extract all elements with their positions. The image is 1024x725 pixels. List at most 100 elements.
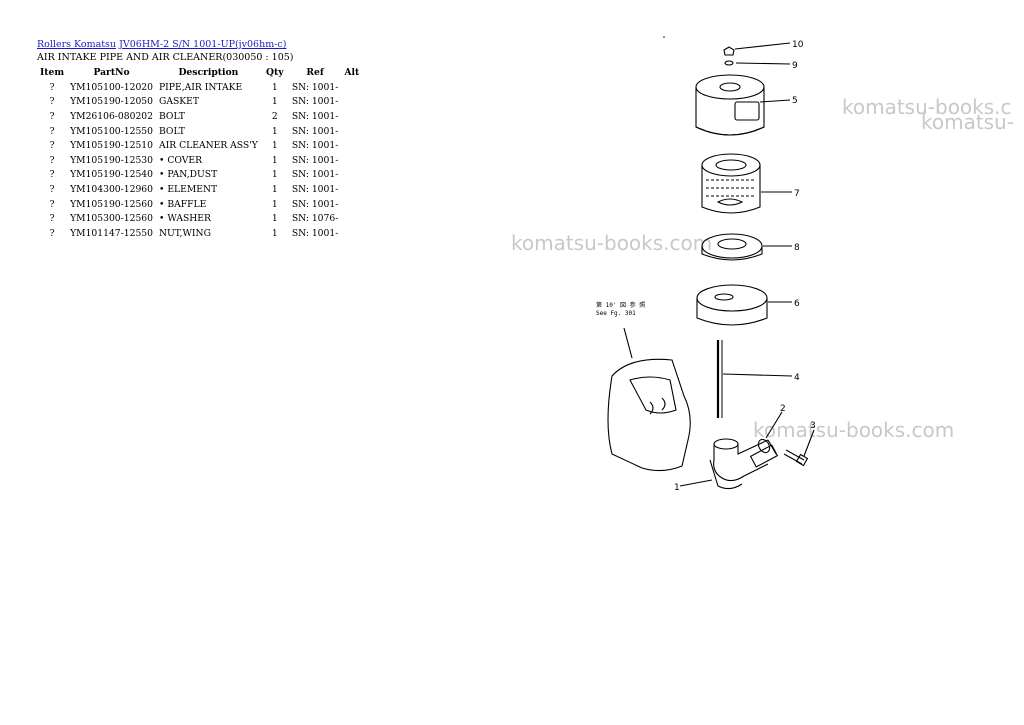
header-qty: Qty bbox=[266, 67, 284, 78]
header-partno: PartNo bbox=[93, 67, 130, 78]
reference-note-line2: See Fg. 301 bbox=[596, 310, 636, 317]
cell-description: AIR CLEANER ASS'Y bbox=[159, 140, 258, 152]
cell-partno: YM105190-12050 bbox=[70, 96, 153, 108]
cell-partno: YM105100-12020 bbox=[70, 81, 153, 93]
callout-1: 1 bbox=[674, 483, 680, 493]
cell-ref: SN: 1001- bbox=[291, 198, 339, 210]
watermark: komatsu-books.c bbox=[842, 95, 1012, 119]
cell-ref: SN: 1076- bbox=[291, 213, 339, 225]
callout-10: 10 bbox=[792, 40, 804, 50]
page-title: AIR INTAKE PIPE AND AIR CLEANER(030050 :… bbox=[37, 52, 294, 63]
breadcrumb-link-model[interactable]: JV06HM-2 S/N 1001-UP(jv06hm-c) bbox=[119, 39, 287, 50]
watermark: komatsu-books.com bbox=[511, 231, 713, 255]
cell-ref: SN: 1001- bbox=[291, 183, 339, 195]
cell-item: ? bbox=[49, 81, 55, 93]
cell-partno: YM104300-12960 bbox=[70, 183, 153, 195]
parts-table: Item PartNo Description Qty Ref Alt ? YM1… bbox=[37, 65, 362, 241]
callout-9: 9 bbox=[792, 61, 798, 71]
breadcrumb-link-rollers[interactable]: Rollers Komatsu bbox=[37, 39, 117, 50]
callout-6: 6 bbox=[794, 299, 800, 309]
cell-alt bbox=[341, 197, 362, 212]
cell-alt bbox=[341, 226, 362, 241]
baffle-part bbox=[701, 233, 792, 261]
cell-item: ? bbox=[49, 154, 55, 166]
table-row: ? YM105190-12050 GASKET 1 SN: 1001- bbox=[37, 95, 362, 110]
cell-partno: YM105190-12530 bbox=[70, 154, 153, 166]
watermark: komatsu- bbox=[921, 110, 1014, 134]
cell-partno: YM105190-12560 bbox=[70, 198, 153, 210]
long-bolt-part bbox=[716, 340, 793, 418]
cell-ref: SN: 1001- bbox=[291, 227, 339, 239]
cell-qty: 1 bbox=[271, 227, 278, 239]
callout-7: 7 bbox=[794, 189, 800, 199]
bolt-part bbox=[783, 429, 815, 467]
table-row: ? YM101147-12550 NUT,WING 1 SN: 1001- bbox=[37, 226, 362, 241]
cell-description: GASKET bbox=[159, 96, 199, 108]
cell-description: BOLT bbox=[159, 125, 185, 137]
cell-ref: SN: 1001- bbox=[291, 140, 339, 152]
cell-partno: YM105190-12510 bbox=[70, 140, 153, 152]
callout-2: 2 bbox=[780, 404, 786, 414]
table-header-row: Item PartNo Description Qty Ref Alt bbox=[37, 65, 362, 80]
dust-pan-part bbox=[696, 284, 792, 326]
cell-description: NUT,WING bbox=[159, 227, 211, 239]
cell-qty: 1 bbox=[271, 154, 278, 166]
cell-description: • BAFFLE bbox=[159, 198, 207, 210]
cell-ref: SN: 1001- bbox=[291, 125, 339, 137]
cell-partno: YM105100-12550 bbox=[70, 125, 153, 137]
cell-alt bbox=[341, 80, 362, 95]
table-row: ? YM105190-12560 • BAFFLE 1 SN: 1001- bbox=[37, 197, 362, 212]
cover-part bbox=[695, 74, 791, 136]
cell-ref: SN: 1001- bbox=[291, 169, 339, 181]
cell-ref: SN: 1001- bbox=[291, 81, 339, 93]
cell-item: ? bbox=[49, 183, 55, 195]
callout-4: 4 bbox=[794, 373, 800, 383]
element-part bbox=[701, 153, 792, 214]
watermark: komatsu-books.com bbox=[753, 418, 955, 442]
cell-qty: 1 bbox=[271, 198, 278, 210]
callout-8: 8 bbox=[794, 243, 800, 253]
cell-alt bbox=[341, 211, 362, 226]
cell-alt bbox=[341, 138, 362, 153]
cell-alt bbox=[341, 168, 362, 183]
cell-qty: 1 bbox=[271, 96, 278, 108]
cell-qty: 1 bbox=[271, 169, 278, 181]
table-row: ? YM105100-12550 BOLT 1 SN: 1001- bbox=[37, 124, 362, 139]
air-intake-pipe-part bbox=[679, 438, 779, 490]
cell-ref: SN: 1001- bbox=[291, 154, 339, 166]
wing-nut-part bbox=[723, 42, 791, 56]
cell-alt bbox=[341, 153, 362, 168]
cell-item: ? bbox=[49, 198, 55, 210]
cell-partno: YM105300-12560 bbox=[70, 213, 153, 225]
callout-3: 3 bbox=[810, 421, 816, 431]
header-item: Item bbox=[40, 67, 65, 78]
cell-item: ? bbox=[49, 213, 55, 225]
header-ref: Ref bbox=[306, 67, 324, 78]
cell-partno: YM101147-12550 bbox=[70, 227, 153, 239]
cell-description: • COVER bbox=[159, 154, 202, 166]
cell-partno: YM26106-080202 bbox=[70, 110, 153, 122]
cell-partno: YM105190-12540 bbox=[70, 169, 153, 181]
cell-item: ? bbox=[49, 125, 55, 137]
cell-qty: 1 bbox=[271, 125, 278, 137]
breadcrumb: Rollers Komatsu JV06HM-2 S/N 1001-UP(jv0… bbox=[37, 39, 286, 51]
reference-note-line1: 第 10' 図 参 照 bbox=[596, 301, 645, 309]
cell-item: ? bbox=[49, 110, 55, 122]
cell-alt bbox=[341, 182, 362, 197]
header-alt: Alt bbox=[344, 67, 360, 78]
cell-ref: SN: 1001- bbox=[291, 96, 339, 108]
header-description: Description bbox=[178, 67, 239, 78]
cell-alt bbox=[341, 95, 362, 110]
cell-description: • ELEMENT bbox=[159, 183, 218, 195]
washer-part bbox=[724, 60, 791, 66]
cell-item: ? bbox=[49, 169, 55, 181]
cell-qty: 1 bbox=[271, 213, 278, 225]
cell-item: ? bbox=[49, 96, 55, 108]
cell-item: ? bbox=[49, 227, 55, 239]
cell-description: PIPE,AIR INTAKE bbox=[159, 81, 243, 93]
